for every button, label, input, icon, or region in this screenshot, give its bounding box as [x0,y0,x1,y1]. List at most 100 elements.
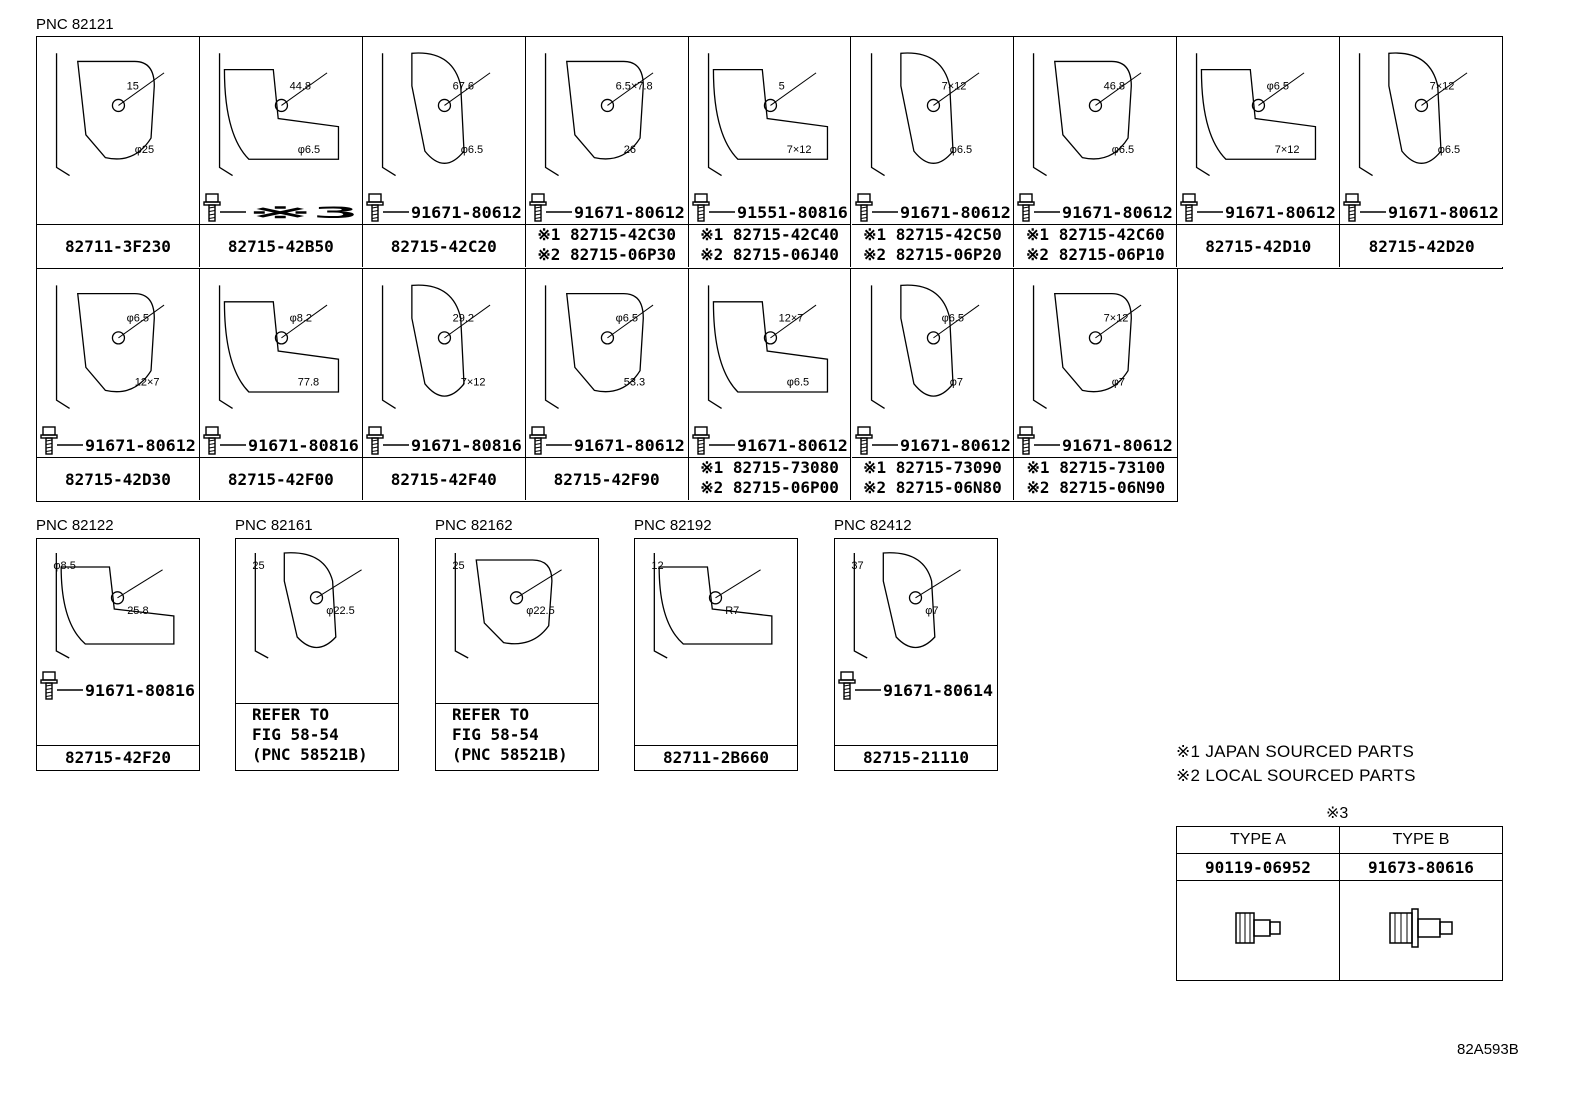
part-sketch [544,285,654,409]
dimension-label: φ7 [949,377,962,389]
part-number-label: 82715-42F90 [525,457,688,500]
part-sketch [1033,53,1142,177]
dimension-label: φ8.5 [53,560,75,572]
part-number-label: ※1 82715-42C50※2 82715-06P20 [851,224,1014,267]
dimension-label: 46.8 [1104,80,1125,92]
dimension-label: 15 [127,80,139,92]
bolt-part-number: 91671-80612 [737,436,848,455]
dimension-label: 12 [651,560,663,572]
bolt-part-number: 91671-80612 [900,203,1011,222]
part-sketch [544,53,654,177]
refer-line: FIG 58-54 [452,725,539,744]
type-b-bolt-icon [1389,908,1453,948]
part-number: 82715-42F90 [553,469,660,489]
part-number: 82715-42D10 [1205,236,1312,256]
type-a-bolt-drawing [1176,880,1340,981]
part-number: ※1 82715-73090 [863,458,1002,477]
type-a-header: TYPE A [1176,826,1340,854]
part-number: ※2 82715-06P30 [537,245,676,264]
part-sketch [1196,53,1317,177]
part-number: ※1 82715-42C30 [537,225,676,244]
dimension-label: φ22.5 [326,605,355,617]
part-sketch [381,284,491,409]
bolt-icon [366,193,384,222]
note-local: ※2 LOCAL SOURCED PARTS [1176,766,1416,785]
part-number: 82711-3F230 [64,236,171,256]
bolt-icon [528,426,547,455]
dimension-label: 12×7 [135,377,160,389]
dimension-label: 37 [851,560,863,572]
dimension-label: φ6.5 [949,144,971,156]
pnc-title: PNC 82122 [36,517,114,534]
bolt-icon [854,193,873,222]
part-number: ※1 82715-42C40 [700,225,839,244]
bolt-icon [691,426,710,455]
bolt-part-number: 91671-80612 [1225,203,1336,222]
part-sketch [853,552,961,659]
part-sketch [707,285,828,409]
part-sketch [870,52,979,177]
dimension-label: φ6.5 [941,313,963,325]
part-number: 82715-42C20 [390,236,497,256]
part-sketch [454,553,562,659]
dimension-label: 7×12 [1275,144,1300,156]
dimension-label: 7×12 [1104,313,1129,325]
pnc-title: PNC 82192 [634,517,712,534]
figure-code: 82A593B [1457,1041,1519,1058]
part-number-label: 82715-42D20 [1340,224,1504,267]
refer-line: (PNC 58521B) [252,745,368,764]
dimension-label: 29.2 [452,313,473,325]
bolt-icon [838,671,856,700]
refer-line: REFER TO [452,705,530,724]
part-number-label: ※1 82715-73100※2 82715-06N90 [1014,457,1178,500]
part-sketch [55,53,165,177]
divider [436,703,598,704]
dimension-label: 44.8 [289,80,310,92]
dimension-label: φ6.5 [461,144,483,156]
refer-line: REFER TO [252,705,330,724]
part-number: 82715-42F00 [227,469,334,489]
dimension-label: 25 [452,560,464,572]
part-number-label: 82711-2B660 [635,745,797,770]
part-number: ※1 82715-73080 [700,458,839,477]
part-sketch [1033,285,1142,409]
part-number: ※2 82715-06N90 [1026,478,1166,497]
refer-line: (PNC 58521B) [452,745,568,764]
dimension-label: φ7 [1112,377,1125,389]
bolt-part-number: 91671-80816 [248,436,359,455]
type-b-bolt-drawing [1338,880,1504,981]
part-number: ※2 82715-06P00 [700,478,839,497]
dimension-label: 7×12 [1430,80,1455,92]
bolt-icon [1017,193,1036,222]
bolt-icon [1017,426,1036,455]
bolt-part-number: 91671-80614 [883,681,993,700]
bolt-part-number: 91671-80816 [411,436,522,455]
